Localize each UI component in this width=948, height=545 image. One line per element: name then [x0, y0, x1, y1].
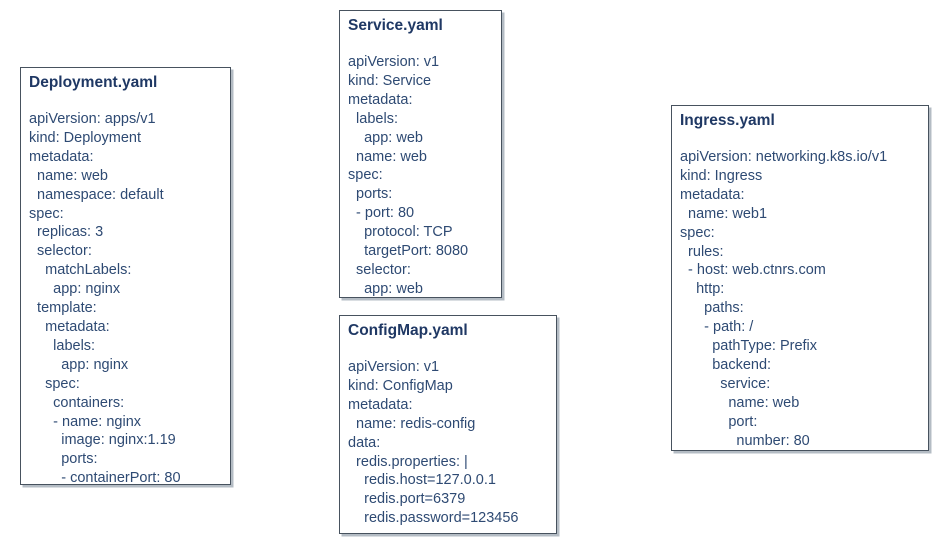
- service-file-title: Service.yaml: [348, 17, 443, 34]
- deployment-yaml-content: apiVersion: apps/v1 kind: Deployment met…: [29, 111, 181, 487]
- configmap-yaml-content: apiVersion: v1 kind: ConfigMap metadata:…: [348, 359, 519, 527]
- configmap-file-title: ConfigMap.yaml: [348, 322, 468, 339]
- yaml-card-service: Service.yaml apiVersion: v1 kind: Servic…: [339, 10, 502, 298]
- deployment-file-title: Deployment.yaml: [29, 74, 158, 91]
- yaml-card-configmap: ConfigMap.yaml apiVersion: v1 kind: Conf…: [339, 315, 557, 534]
- ingress-yaml-content: apiVersion: networking.k8s.io/v1 kind: I…: [680, 149, 888, 449]
- service-yaml-content: apiVersion: v1 kind: Service metadata: l…: [348, 54, 469, 297]
- yaml-card-deployment: Deployment.yaml apiVersion: apps/v1 kind…: [20, 67, 231, 487]
- ingress-file-title: Ingress.yaml: [680, 112, 775, 129]
- yaml-card-ingress: Ingress.yaml apiVersion: networking.k8s.…: [671, 105, 929, 451]
